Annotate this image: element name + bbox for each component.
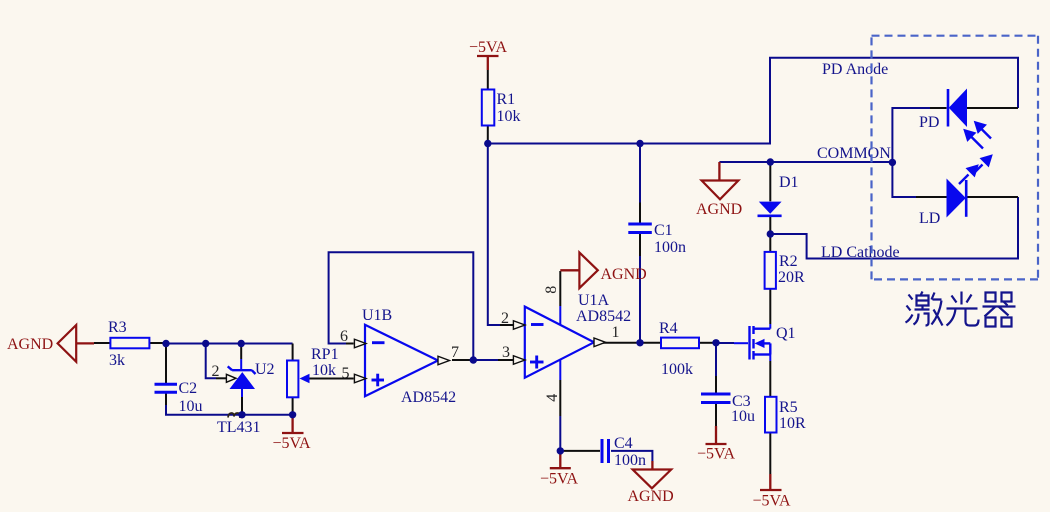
svg-text:C1: C1 <box>654 222 673 239</box>
svg-text:5: 5 <box>342 365 350 382</box>
svg-text:6: 6 <box>340 328 348 345</box>
svg-text:AGND: AGND <box>7 336 53 353</box>
svg-text:PD: PD <box>919 114 939 131</box>
svg-text:3k: 3k <box>109 352 125 369</box>
svg-text:C4: C4 <box>614 435 633 452</box>
svg-text:COMMON: COMMON <box>817 145 891 162</box>
svg-text:10R: 10R <box>779 415 806 432</box>
svg-text:AGND: AGND <box>696 201 742 218</box>
svg-text:LD Cathode: LD Cathode <box>821 244 900 261</box>
svg-text:3: 3 <box>502 344 510 361</box>
svg-text:PD Anode: PD Anode <box>822 61 888 78</box>
svg-text:AGND: AGND <box>601 266 647 283</box>
svg-text:10u: 10u <box>731 408 755 425</box>
svg-text:R4: R4 <box>659 320 678 337</box>
svg-text:AD8542: AD8542 <box>576 308 631 325</box>
svg-text:10u: 10u <box>179 398 203 415</box>
svg-text:100k: 100k <box>661 361 693 378</box>
svg-text:10k: 10k <box>312 362 336 379</box>
svg-text:TL431: TL431 <box>217 419 261 436</box>
svg-text:2: 2 <box>501 310 509 327</box>
svg-text:4: 4 <box>544 394 561 402</box>
svg-text:R1: R1 <box>497 91 516 108</box>
svg-text:R2: R2 <box>779 253 798 270</box>
svg-text:U1B: U1B <box>362 307 392 324</box>
svg-text:8: 8 <box>543 286 560 294</box>
svg-text:AGND: AGND <box>628 488 674 505</box>
svg-text:20R: 20R <box>778 269 805 286</box>
svg-text:100n: 100n <box>614 452 646 469</box>
svg-text:7: 7 <box>451 344 459 361</box>
svg-text:R3: R3 <box>108 319 127 336</box>
svg-text:10k: 10k <box>497 108 521 125</box>
svg-text:C3: C3 <box>732 393 751 410</box>
svg-text:D1: D1 <box>779 174 799 191</box>
svg-text:AD8542: AD8542 <box>401 389 456 406</box>
svg-text:RP1: RP1 <box>311 346 339 363</box>
svg-text:LD: LD <box>919 210 940 227</box>
svg-text:Q1: Q1 <box>776 325 796 342</box>
svg-text:100n: 100n <box>654 239 686 256</box>
svg-text:−5VA: −5VA <box>469 39 508 56</box>
svg-text:R5: R5 <box>779 399 798 416</box>
svg-text:−5VA: −5VA <box>697 446 736 463</box>
svg-text:2: 2 <box>212 363 220 380</box>
svg-text:C2: C2 <box>179 380 198 397</box>
svg-text:−5VA: −5VA <box>753 493 792 510</box>
svg-text:−5VA: −5VA <box>273 435 312 452</box>
svg-text:U1A: U1A <box>578 292 610 309</box>
svg-text:1: 1 <box>612 324 620 341</box>
svg-text:U2: U2 <box>255 361 275 378</box>
svg-text:−5VA: −5VA <box>540 471 579 488</box>
